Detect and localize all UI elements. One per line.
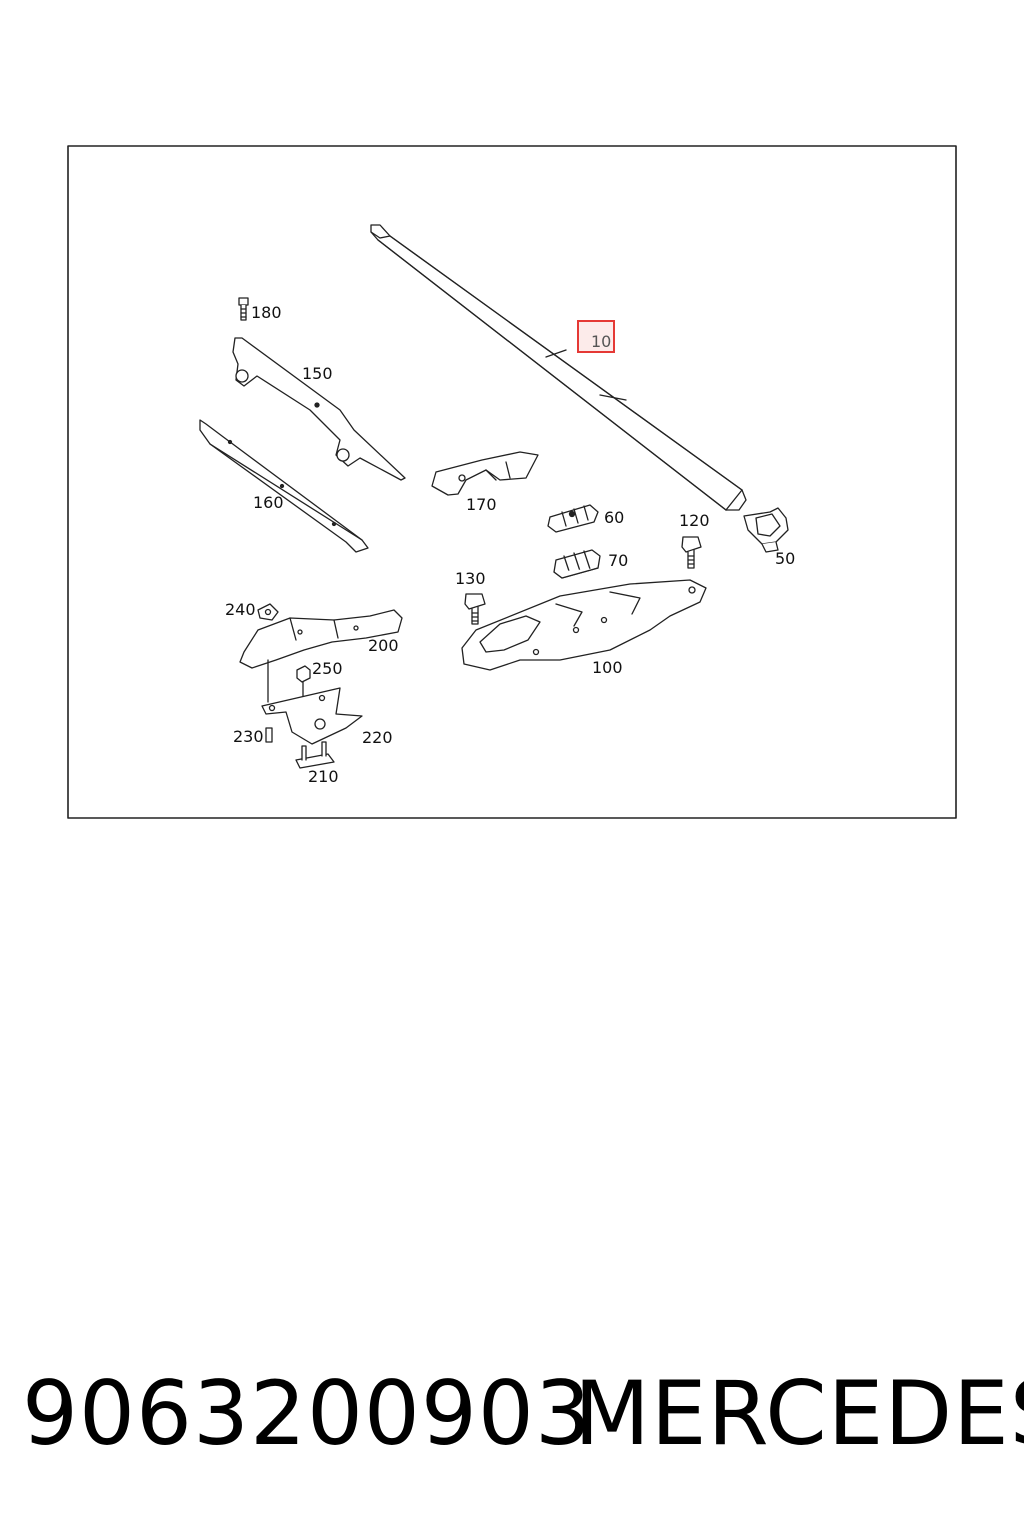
highlight-part-10[interactable]	[577, 320, 615, 353]
part-120-bolt[interactable]	[681, 536, 702, 569]
callout-230: 230	[233, 727, 264, 746]
part-230-screw[interactable]	[265, 727, 273, 743]
callout-150: 150	[302, 364, 333, 383]
callout-120: 120	[679, 511, 710, 530]
callout-250: 250	[312, 659, 343, 678]
callout-200: 200	[368, 636, 399, 655]
part-50-clip[interactable]	[743, 507, 789, 553]
part-170-bracket[interactable]	[431, 451, 539, 496]
part-200-shield[interactable]	[239, 609, 403, 669]
diagram-border	[67, 145, 957, 819]
part-number: 9063200903	[22, 1362, 592, 1465]
part-210-bracket[interactable]	[295, 741, 335, 769]
callout-130: 130	[455, 569, 486, 588]
part-180-bolt[interactable]	[238, 297, 249, 321]
callout-160: 160	[253, 493, 284, 512]
callout-50: 50	[775, 549, 796, 568]
part-160-strip[interactable]	[199, 419, 369, 553]
callout-70: 70	[608, 551, 629, 570]
brand-name: MERCEDES	[574, 1362, 1024, 1465]
part-60-pad[interactable]	[547, 504, 599, 533]
part-220-bracket[interactable]	[261, 687, 363, 745]
part-130-bolt[interactable]	[464, 593, 486, 625]
part-70-pad[interactable]	[553, 549, 601, 579]
callout-180: 180	[251, 303, 282, 322]
callout-240: 240	[225, 600, 256, 619]
part-250-nut[interactable]	[296, 665, 311, 683]
callout-170: 170	[466, 495, 497, 514]
part-150-bracket[interactable]	[232, 337, 406, 481]
callout-220: 220	[362, 728, 393, 747]
callout-210: 210	[308, 767, 339, 786]
part-100-plate[interactable]	[461, 579, 707, 671]
callout-10: 10	[591, 332, 612, 351]
callout-100: 100	[592, 658, 623, 677]
callout-60: 60	[604, 508, 625, 527]
part-240-clip[interactable]	[257, 603, 279, 621]
part-10-bar[interactable]	[370, 224, 747, 511]
